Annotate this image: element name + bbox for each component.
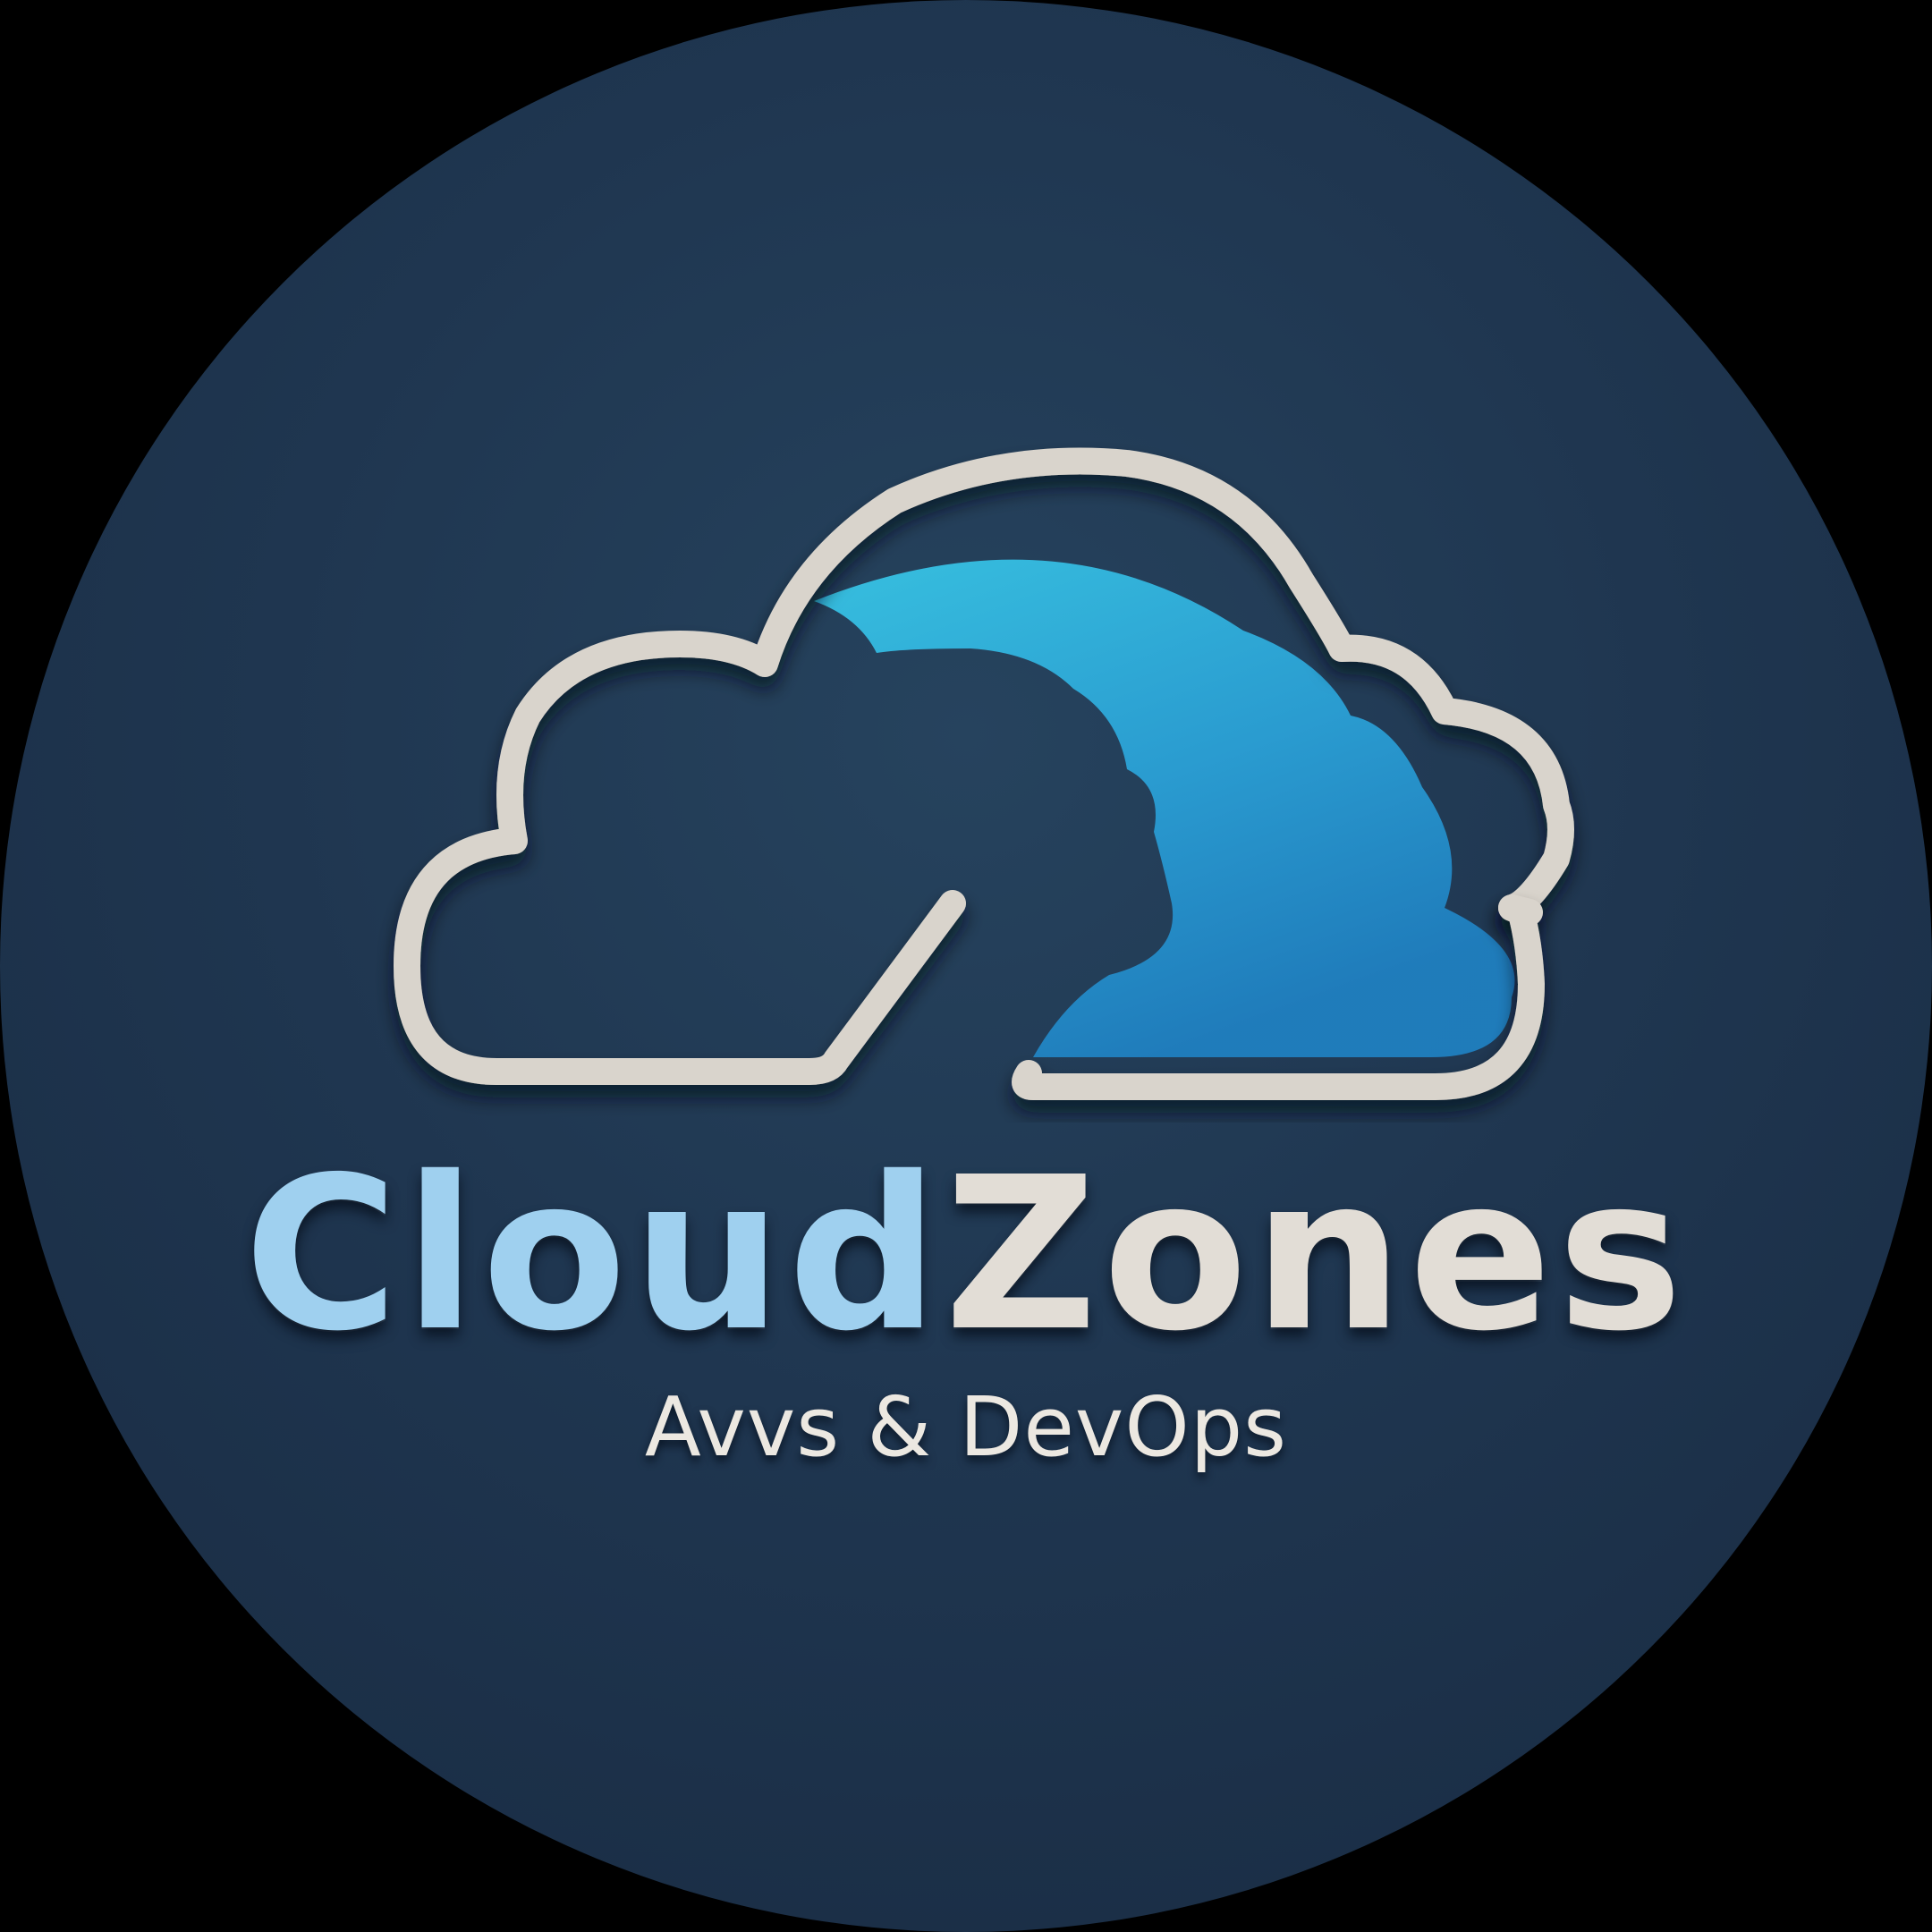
- tagline: Avvs & DevOps: [644, 1379, 1288, 1475]
- cloud-outline-left: [394, 447, 1574, 1085]
- brand-name-part-1: Cloud: [243, 1131, 945, 1377]
- cloud-outline-right: [1012, 894, 1545, 1100]
- cloud-fill-shape: [814, 559, 1515, 1057]
- brand-name: CloudZones: [0, 1149, 1932, 1360]
- brand-name-part-2: Zones: [944, 1131, 1689, 1377]
